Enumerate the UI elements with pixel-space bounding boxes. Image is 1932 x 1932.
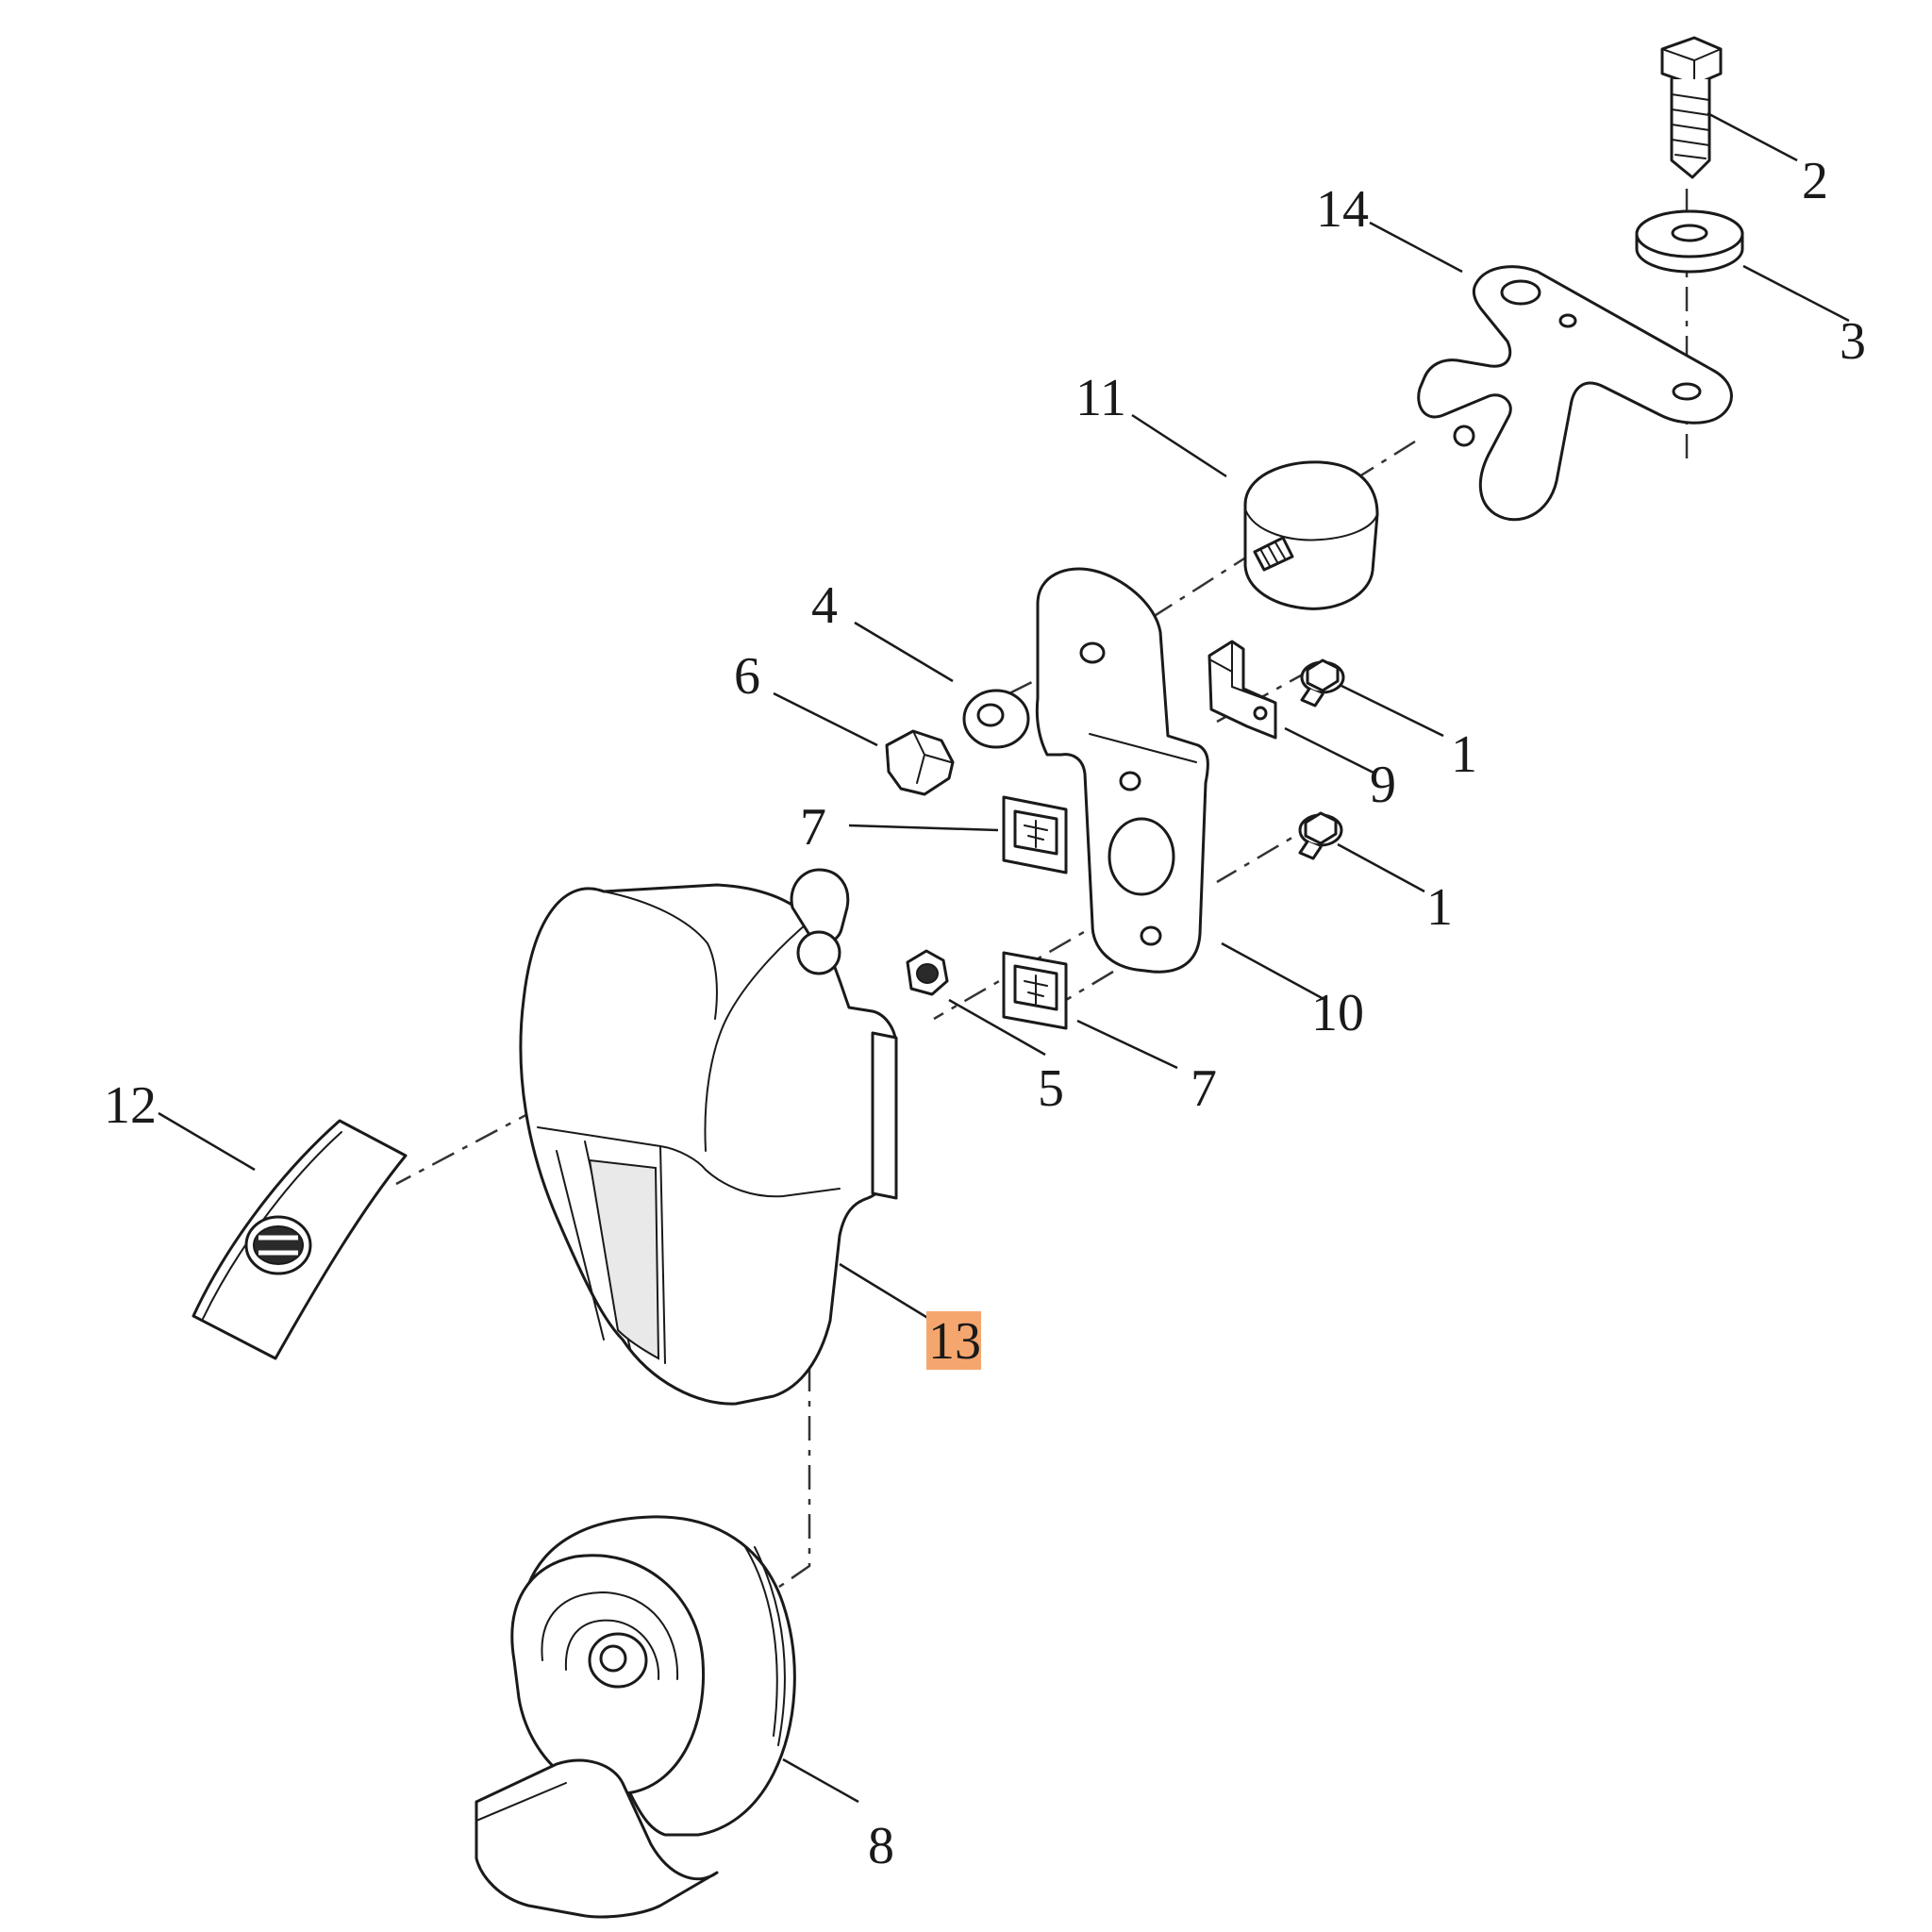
callout-7-upper: 7 (800, 798, 826, 857)
callout-10: 10 (1311, 984, 1364, 1042)
callout-3: 3 (1840, 312, 1866, 371)
callout-4: 4 (811, 576, 838, 635)
callout-8: 8 (868, 1817, 894, 1875)
callout-2: 2 (1802, 152, 1828, 210)
part-14-upper-bracket (1417, 265, 1733, 522)
part-6-cap-nut (885, 729, 955, 796)
part-4-washer (962, 689, 1030, 749)
part-1-screw-lower (1298, 811, 1343, 860)
callout-13-highlight (926, 1311, 981, 1370)
callout-6: 6 (734, 647, 760, 706)
callout-13: 13 (928, 1312, 981, 1371)
part-7-clip-upper (1002, 795, 1068, 874)
part-3-washer (1635, 209, 1744, 274)
callout-9: 9 (1370, 756, 1396, 814)
callout-12: 12 (104, 1076, 157, 1135)
part-7-clip-lower (1002, 951, 1068, 1030)
callout-1-upper: 1 (1451, 725, 1477, 784)
part-8-horn (475, 1515, 796, 1919)
callouts: 2 14 3 11 4 6 1 9 7 1 10 5 7 12 13 8 (104, 152, 1866, 1875)
part-12-emblem (192, 1119, 408, 1360)
part-5-nut (906, 949, 949, 996)
callout-11: 11 (1075, 369, 1126, 427)
callout-14: 14 (1316, 180, 1369, 239)
part-9-clip (1208, 640, 1277, 740)
callout-7-lower: 7 (1191, 1059, 1217, 1118)
leader-lines (158, 111, 1850, 1804)
part-2-bolt (1660, 36, 1723, 179)
callout-1-lower: 1 (1426, 878, 1453, 937)
part-1-screw-upper (1300, 658, 1345, 708)
part-10-main-bracket (1035, 567, 1209, 974)
part-11-isolator (1243, 460, 1379, 610)
part-13-horn-cover (519, 868, 898, 1406)
callout-5: 5 (1038, 1059, 1064, 1118)
